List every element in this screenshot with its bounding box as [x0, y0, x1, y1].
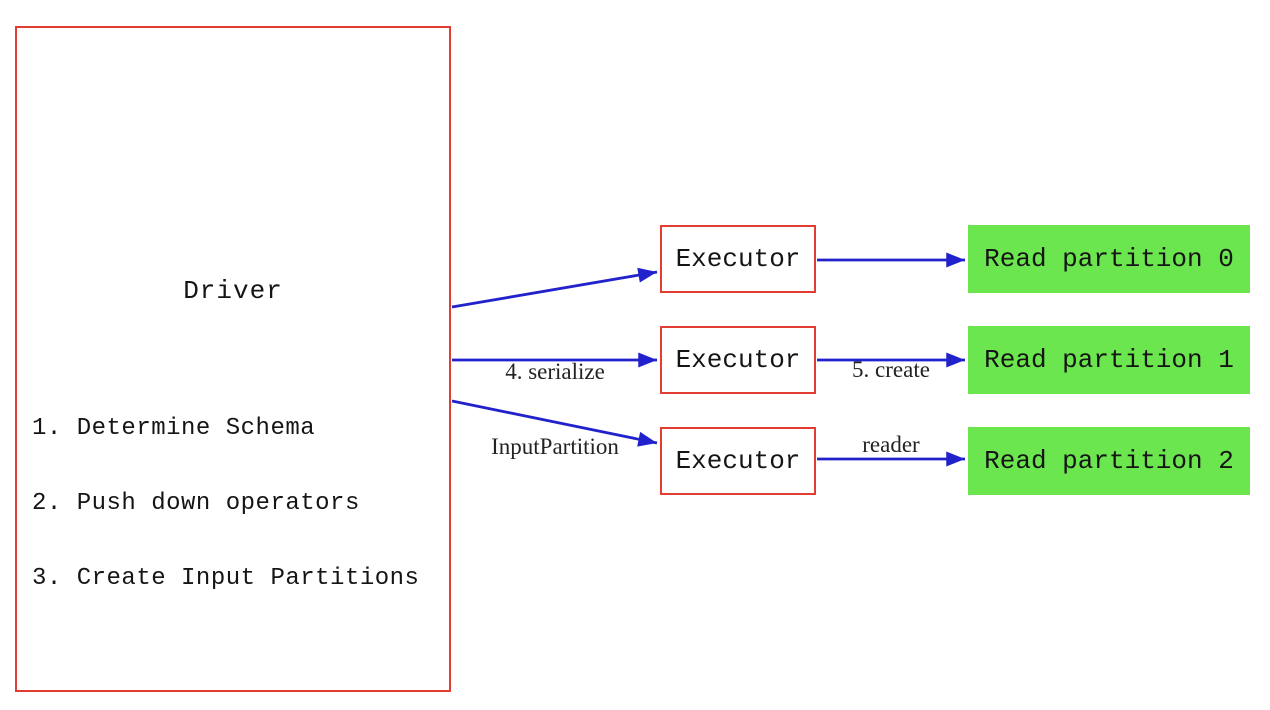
- edge-label-create-reader-line2: reader: [862, 432, 920, 457]
- executor-node-0: Executor: [660, 225, 816, 293]
- driver-title: Driver: [183, 276, 283, 306]
- executor-node-1: Executor: [660, 326, 816, 394]
- driver-steps: 1. Determine Schema 2. Push down operato…: [32, 366, 419, 641]
- edge-label-create-reader: 5. create reader: [811, 307, 971, 507]
- edge-label-create-reader-line1: 5. create: [852, 357, 930, 382]
- edge-label-serialize-inputpartition: 4. serialize InputPartition: [455, 309, 655, 509]
- executor-node-2: Executor: [660, 427, 816, 495]
- read-partition-node-0: Read partition 0: [968, 225, 1250, 293]
- driver-step-2: 2. Push down operators: [32, 490, 360, 517]
- read-partition-node-2: Read partition 2: [968, 427, 1250, 495]
- edge-label-serialize-line2: InputPartition: [491, 434, 619, 459]
- read-partition-node-1: Read partition 1: [968, 326, 1250, 394]
- driver-step-3: 3. Create Input Partitions: [32, 565, 420, 592]
- driver-node: Driver 1. Determine Schema 2. Push down …: [15, 26, 451, 692]
- arrow-driver-to-executor-0: [451, 267, 658, 309]
- edge-label-serialize-line1: 4. serialize: [505, 359, 605, 384]
- driver-step-1: 1. Determine Schema: [32, 415, 316, 442]
